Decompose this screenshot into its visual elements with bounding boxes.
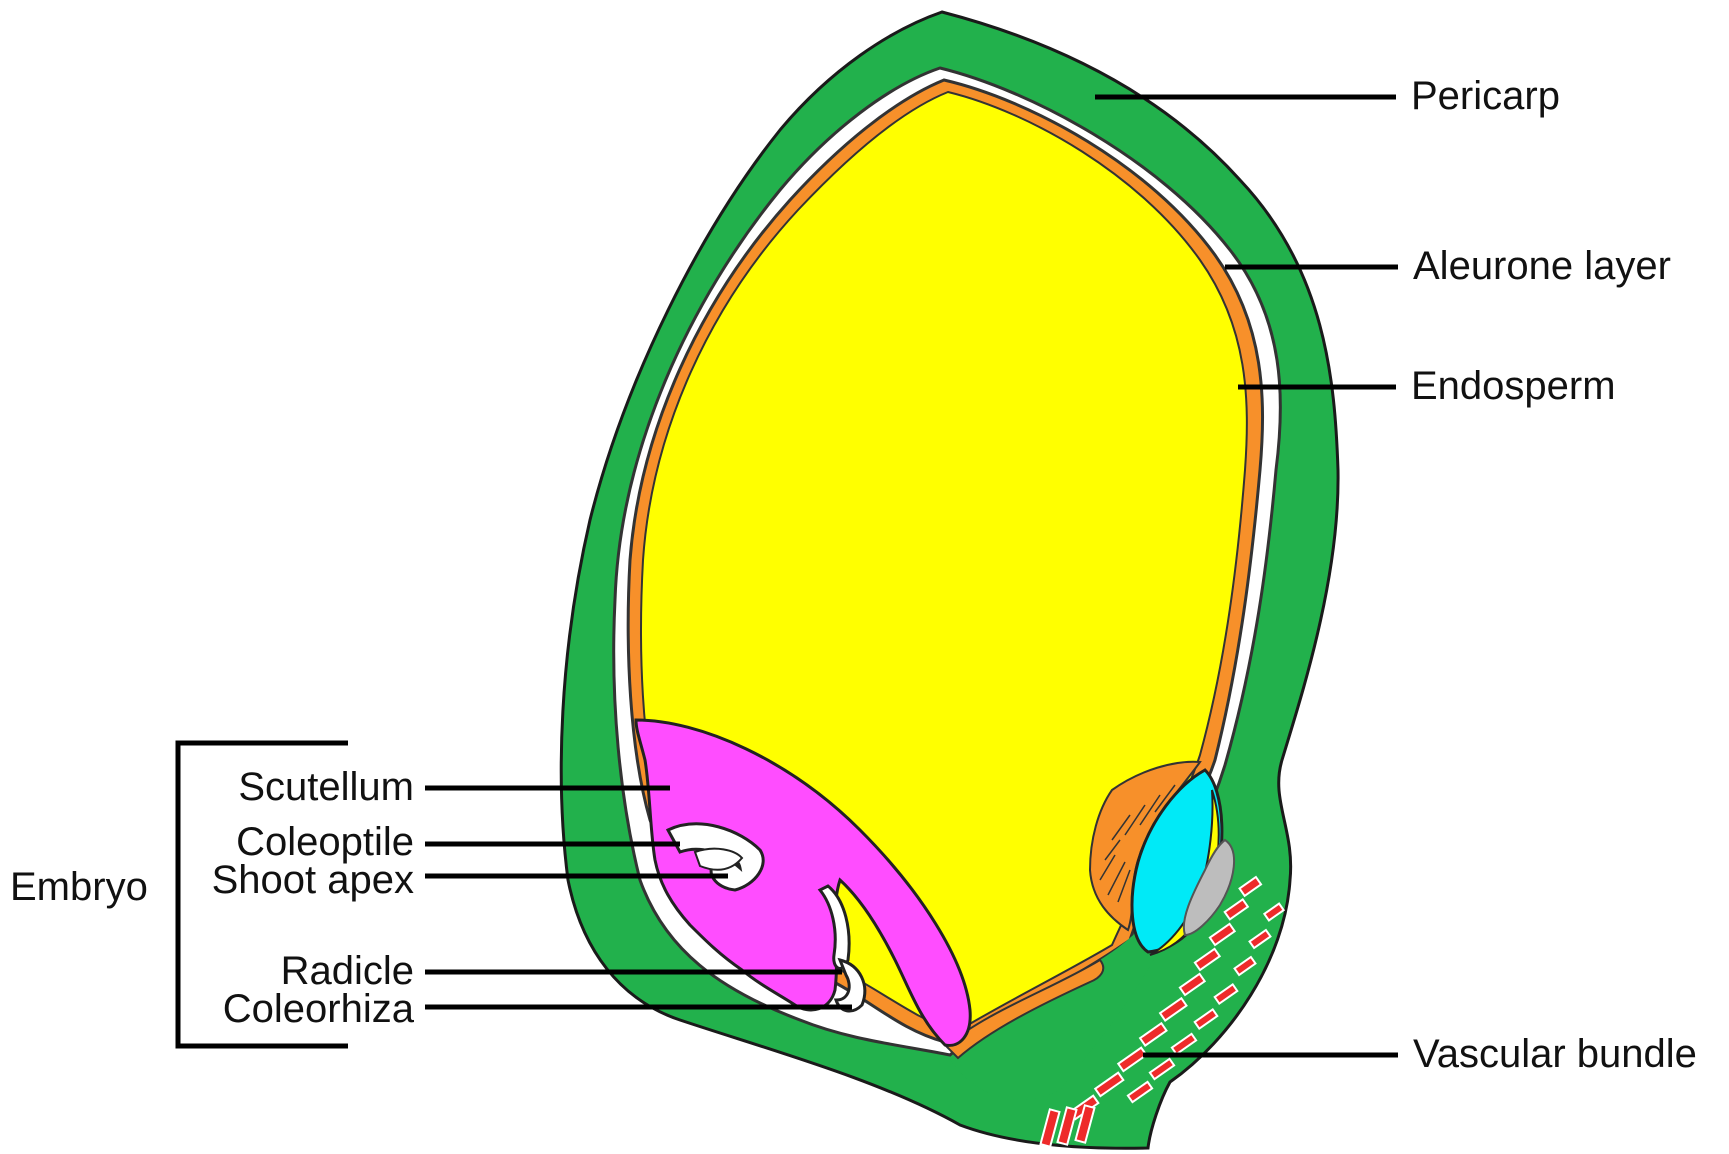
label-coleorhiza: Coleorhiza — [223, 987, 415, 1031]
label-pericarp: Pericarp — [1411, 74, 1560, 118]
label-scutellum: Scutellum — [238, 765, 414, 809]
label-aleurone-layer: Aleurone layer — [1413, 244, 1671, 288]
label-endosperm: Endosperm — [1411, 364, 1616, 408]
label-vascular-bundle: Vascular bundle — [1413, 1032, 1697, 1076]
label-shoot-apex: Shoot apex — [212, 858, 414, 902]
label-embryo: Embryo — [10, 865, 148, 909]
